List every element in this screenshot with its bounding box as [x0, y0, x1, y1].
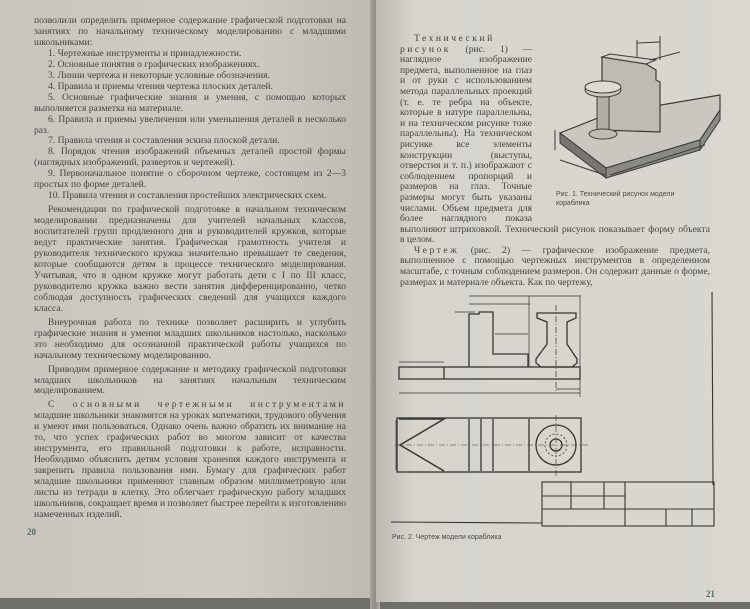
list-item: 2. Основные понятия о графических изобра…	[48, 58, 260, 70]
spaced-term: С основными чертежными инструментами	[48, 399, 346, 411]
paragraph: С основными чертежными инструментами мла…	[34, 399, 346, 520]
paragraph: Рекомендации по графической подготовке в…	[34, 204, 346, 314]
page-number: 21	[706, 589, 715, 599]
dimension-lines	[395, 295, 581, 470]
drawing-frame-and-title-block	[390, 291, 715, 527]
paragraph-text: (рис. 1) — наглядное изображение предмет…	[400, 43, 532, 214]
paragraph-text: для более наглядного показа выполняют шт…	[400, 202, 710, 246]
right-page-text: Технический рисунок (рис. 1) — наглядное…	[400, 33, 710, 288]
left-page: позволили определить примерное содержани…	[0, 0, 374, 598]
paragraph: Внеурочная работа по технике позволяет р…	[34, 316, 346, 361]
plan-view	[395, 415, 588, 478]
paragraph: Технический рисунок (рис. 1) — наглядное…	[400, 33, 710, 246]
figure-1-caption: Рис. 1. Технический рисунок модели кораб…	[556, 191, 675, 207]
list-item: 9. Первоначальное понятие о сборочном че…	[34, 168, 346, 191]
list-item: 8. Порядок чтения изображений объемных д…	[34, 146, 346, 169]
paragraph-text: (рис. 2) — графическое изображение предм…	[400, 244, 710, 288]
boat-isometric	[554, 36, 721, 180]
figure-2-caption: Рис. 2. Чертеж модели кораблика	[392, 534, 502, 541]
list-item: 10. Правила чтения и составления простей…	[48, 190, 327, 202]
list-item: 1. Чертежные инструменты и принадлежност…	[48, 47, 242, 59]
list-item: 4. Правила и приемы чтения чертежа плоск…	[48, 80, 273, 92]
page-number: 20	[27, 526, 36, 537]
front-view	[398, 311, 581, 380]
paragraph: Чертеж (рис. 2) — графическое изображени…	[400, 244, 710, 288]
left-page-text: позволили определить примерное содержани…	[27, 15, 346, 538]
spaced-term: Технический рисунок	[400, 33, 495, 55]
paragraph-text: младшие школьники знакомятся на уроках м…	[34, 410, 346, 520]
list-item: 5. Основные графические знания и умения,…	[34, 91, 346, 114]
paragraph: Приводим примерное содержание и методику…	[34, 363, 346, 397]
book-gutter	[370, 0, 380, 609]
list-item: 7. Правила чтения и составления эскиза п…	[48, 135, 280, 147]
spaced-term: Чертеж	[414, 244, 460, 256]
list-item: 3. Линии чертежа и некоторые условные об…	[48, 69, 270, 81]
intro-paragraph: позволили определить примерное содержани…	[34, 15, 346, 48]
topics-list: 1. Чертежные инструменты и принадлежност…	[34, 47, 346, 202]
list-item: 6. Правила и приемы увеличения или умень…	[34, 113, 346, 136]
